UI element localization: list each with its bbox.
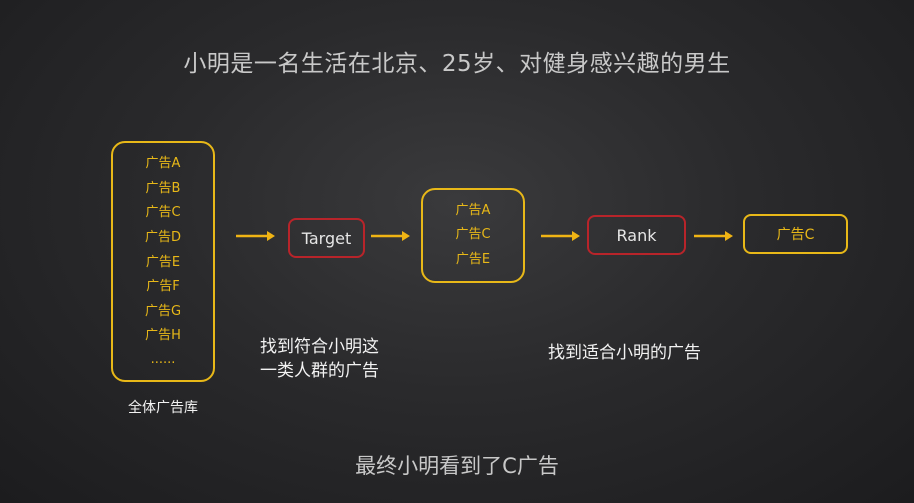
target-caption-line: 一类人群的广告 <box>260 361 379 381</box>
ad-item: 广告C <box>145 205 181 221</box>
result-ad-box: 广告C <box>743 214 848 254</box>
candidate-ads-box: 广告A 广告C 广告E <box>421 188 525 283</box>
arrow-right-icon <box>541 230 581 242</box>
page-title: 小明是一名生活在北京、25岁、对健身感兴趣的男生 <box>183 51 731 77</box>
ad-item: 广告E <box>455 251 491 267</box>
arrow-right-icon <box>236 230 276 242</box>
rank-stage: Rank <box>587 215 686 255</box>
ad-item: 广告B <box>145 180 181 196</box>
ad-item: 广告A <box>145 156 181 172</box>
ellipsis: ...... <box>150 351 176 367</box>
rank-caption: 找到适合小明的广告 <box>548 343 701 363</box>
arrow-right-icon <box>371 230 411 242</box>
target-caption: 找到符合小明这 一类人群的广告 <box>260 335 379 383</box>
ad-item: 广告E <box>145 254 181 270</box>
ad-item: 广告C <box>455 227 491 243</box>
ad-item: 广告F <box>146 279 180 295</box>
conclusion-text: 最终小明看到了C广告 <box>355 454 559 478</box>
target-stage: Target <box>288 218 365 258</box>
ad-item: 广告D <box>144 229 181 245</box>
target-caption-line: 找到符合小明这 <box>260 337 379 357</box>
ad-item: 广告A <box>455 202 491 218</box>
ad-library-box: 广告A 广告B 广告C 广告D 广告E 广告F 广告G 广告H ...... <box>111 141 215 382</box>
ad-item: 广告H <box>145 328 181 344</box>
ad-item: 广告G <box>144 303 182 319</box>
arrow-right-icon <box>694 230 734 242</box>
ad-library-label: 全体广告库 <box>128 400 198 416</box>
